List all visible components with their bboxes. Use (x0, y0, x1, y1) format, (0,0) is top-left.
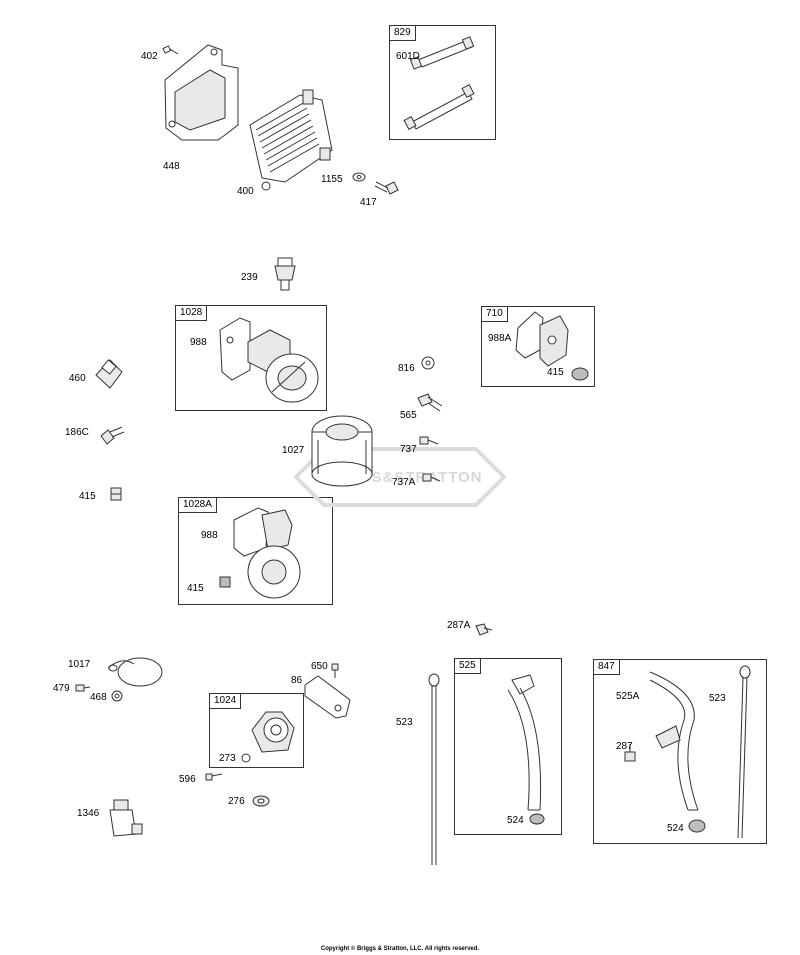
callout-1346: 1346 (77, 808, 100, 819)
callout-988a: 988A (488, 333, 512, 344)
callout-276: 276 (228, 796, 245, 807)
kit-label-829: 829 (389, 25, 416, 41)
part-988a-gasket-adapter (515, 311, 589, 381)
callout-460: 460 (69, 373, 86, 384)
callout-565: 565 (400, 410, 417, 421)
part-402-screw (162, 45, 179, 55)
callout-273: 273 (219, 753, 236, 764)
part-448-bracket (164, 44, 239, 141)
callout-737: 737 (400, 444, 417, 455)
kit-label-1028: 1028 (175, 305, 208, 321)
part-468-washer (111, 690, 123, 702)
kit-box-1028a: 1028A (178, 497, 333, 605)
part-287-bolt (624, 744, 636, 762)
part-239-oil-pressure-sensor (274, 257, 296, 291)
callout-596: 596 (179, 774, 196, 785)
callout-287: 287 (616, 741, 633, 752)
callout-601d: 601D (396, 51, 420, 62)
callout-525a: 525A (616, 691, 640, 702)
callout-415-710: 415 (547, 367, 564, 378)
kit-box-710: 710 (481, 306, 595, 387)
part-287a-bolt (475, 623, 493, 636)
part-1346-valve (109, 799, 143, 837)
callout-287a: 287A (447, 620, 471, 631)
callout-186c: 186C (65, 427, 89, 438)
part-415-plug (110, 487, 122, 501)
callout-86: 86 (291, 675, 303, 686)
part-1027-oil-filter (311, 415, 373, 487)
part-816-washer (421, 356, 435, 370)
callout-415-1028a: 415 (187, 583, 204, 594)
part-524-seal-kit-525 (529, 813, 545, 825)
copyright-notice: Copyright © Briggs & Stratton, LLC. All … (320, 946, 480, 952)
callout-988-1028: 988 (190, 337, 207, 348)
part-525a-dipstick-tube (649, 671, 699, 811)
kit-label-847: 847 (593, 659, 620, 675)
kit-box-1024: 1024 (209, 693, 304, 768)
kit-label-1028a: 1028A (178, 497, 217, 513)
part-523-dipstick-847 (737, 665, 751, 839)
part-479-screw (75, 684, 91, 692)
kit-label-525: 525 (454, 658, 481, 674)
callout-1155: 1155 (321, 174, 343, 185)
callout-239: 239 (241, 272, 258, 283)
part-1028a-oil-filter-adapter (219, 507, 301, 599)
part-417-bolt (374, 181, 399, 195)
part-1017-breather-cover (107, 657, 163, 687)
part-400-oil-cooler (249, 89, 333, 191)
kit-box-847: 847 (593, 659, 767, 844)
callout-523-left: 523 (396, 717, 413, 728)
callout-1017: 1017 (68, 659, 91, 670)
part-276-washer (252, 795, 270, 807)
part-186c-fitting (100, 426, 125, 445)
callout-479: 479 (53, 683, 70, 694)
callout-524-847: 524 (667, 823, 684, 834)
part-596-screw (205, 773, 223, 781)
callout-417: 417 (360, 197, 377, 208)
callout-1027: 1027 (282, 445, 305, 456)
kit-label-1024: 1024 (209, 693, 242, 709)
part-460-elbow-fitting (95, 359, 123, 389)
callout-448: 448 (163, 161, 180, 172)
kit-label-710: 710 (481, 306, 508, 322)
part-1024-oil-pump (251, 711, 295, 753)
callout-988-1028a: 988 (201, 530, 218, 541)
kit-box-1028: 1028 (175, 305, 327, 411)
part-601d-hoses (403, 36, 475, 130)
part-273-o-ring (241, 753, 251, 763)
callout-523-847: 523 (709, 693, 726, 704)
callout-524-525: 524 (507, 815, 524, 826)
part-1155-washer (352, 172, 366, 182)
callout-650: 650 (311, 661, 328, 672)
part-86-cover-plate (304, 675, 351, 719)
kit-box-829: 829 (389, 25, 496, 140)
callout-400: 400 (237, 186, 254, 197)
part-525-dipstick-tube (507, 674, 542, 811)
kit-box-525: 525 (454, 658, 562, 835)
part-523-dipstick (428, 673, 440, 865)
callout-415: 415 (79, 491, 96, 502)
part-737-screw (419, 436, 439, 445)
part-524-seal-kit-847 (688, 819, 706, 833)
callout-468: 468 (90, 692, 107, 703)
part-565-nipple (417, 393, 443, 412)
callout-737a: 737A (392, 477, 416, 488)
callout-816: 816 (398, 363, 415, 374)
callout-402: 402 (141, 51, 158, 62)
part-650-screw (331, 663, 339, 678)
part-737a-screw (422, 473, 441, 482)
part-1028-oil-filter-adapter (219, 317, 319, 403)
